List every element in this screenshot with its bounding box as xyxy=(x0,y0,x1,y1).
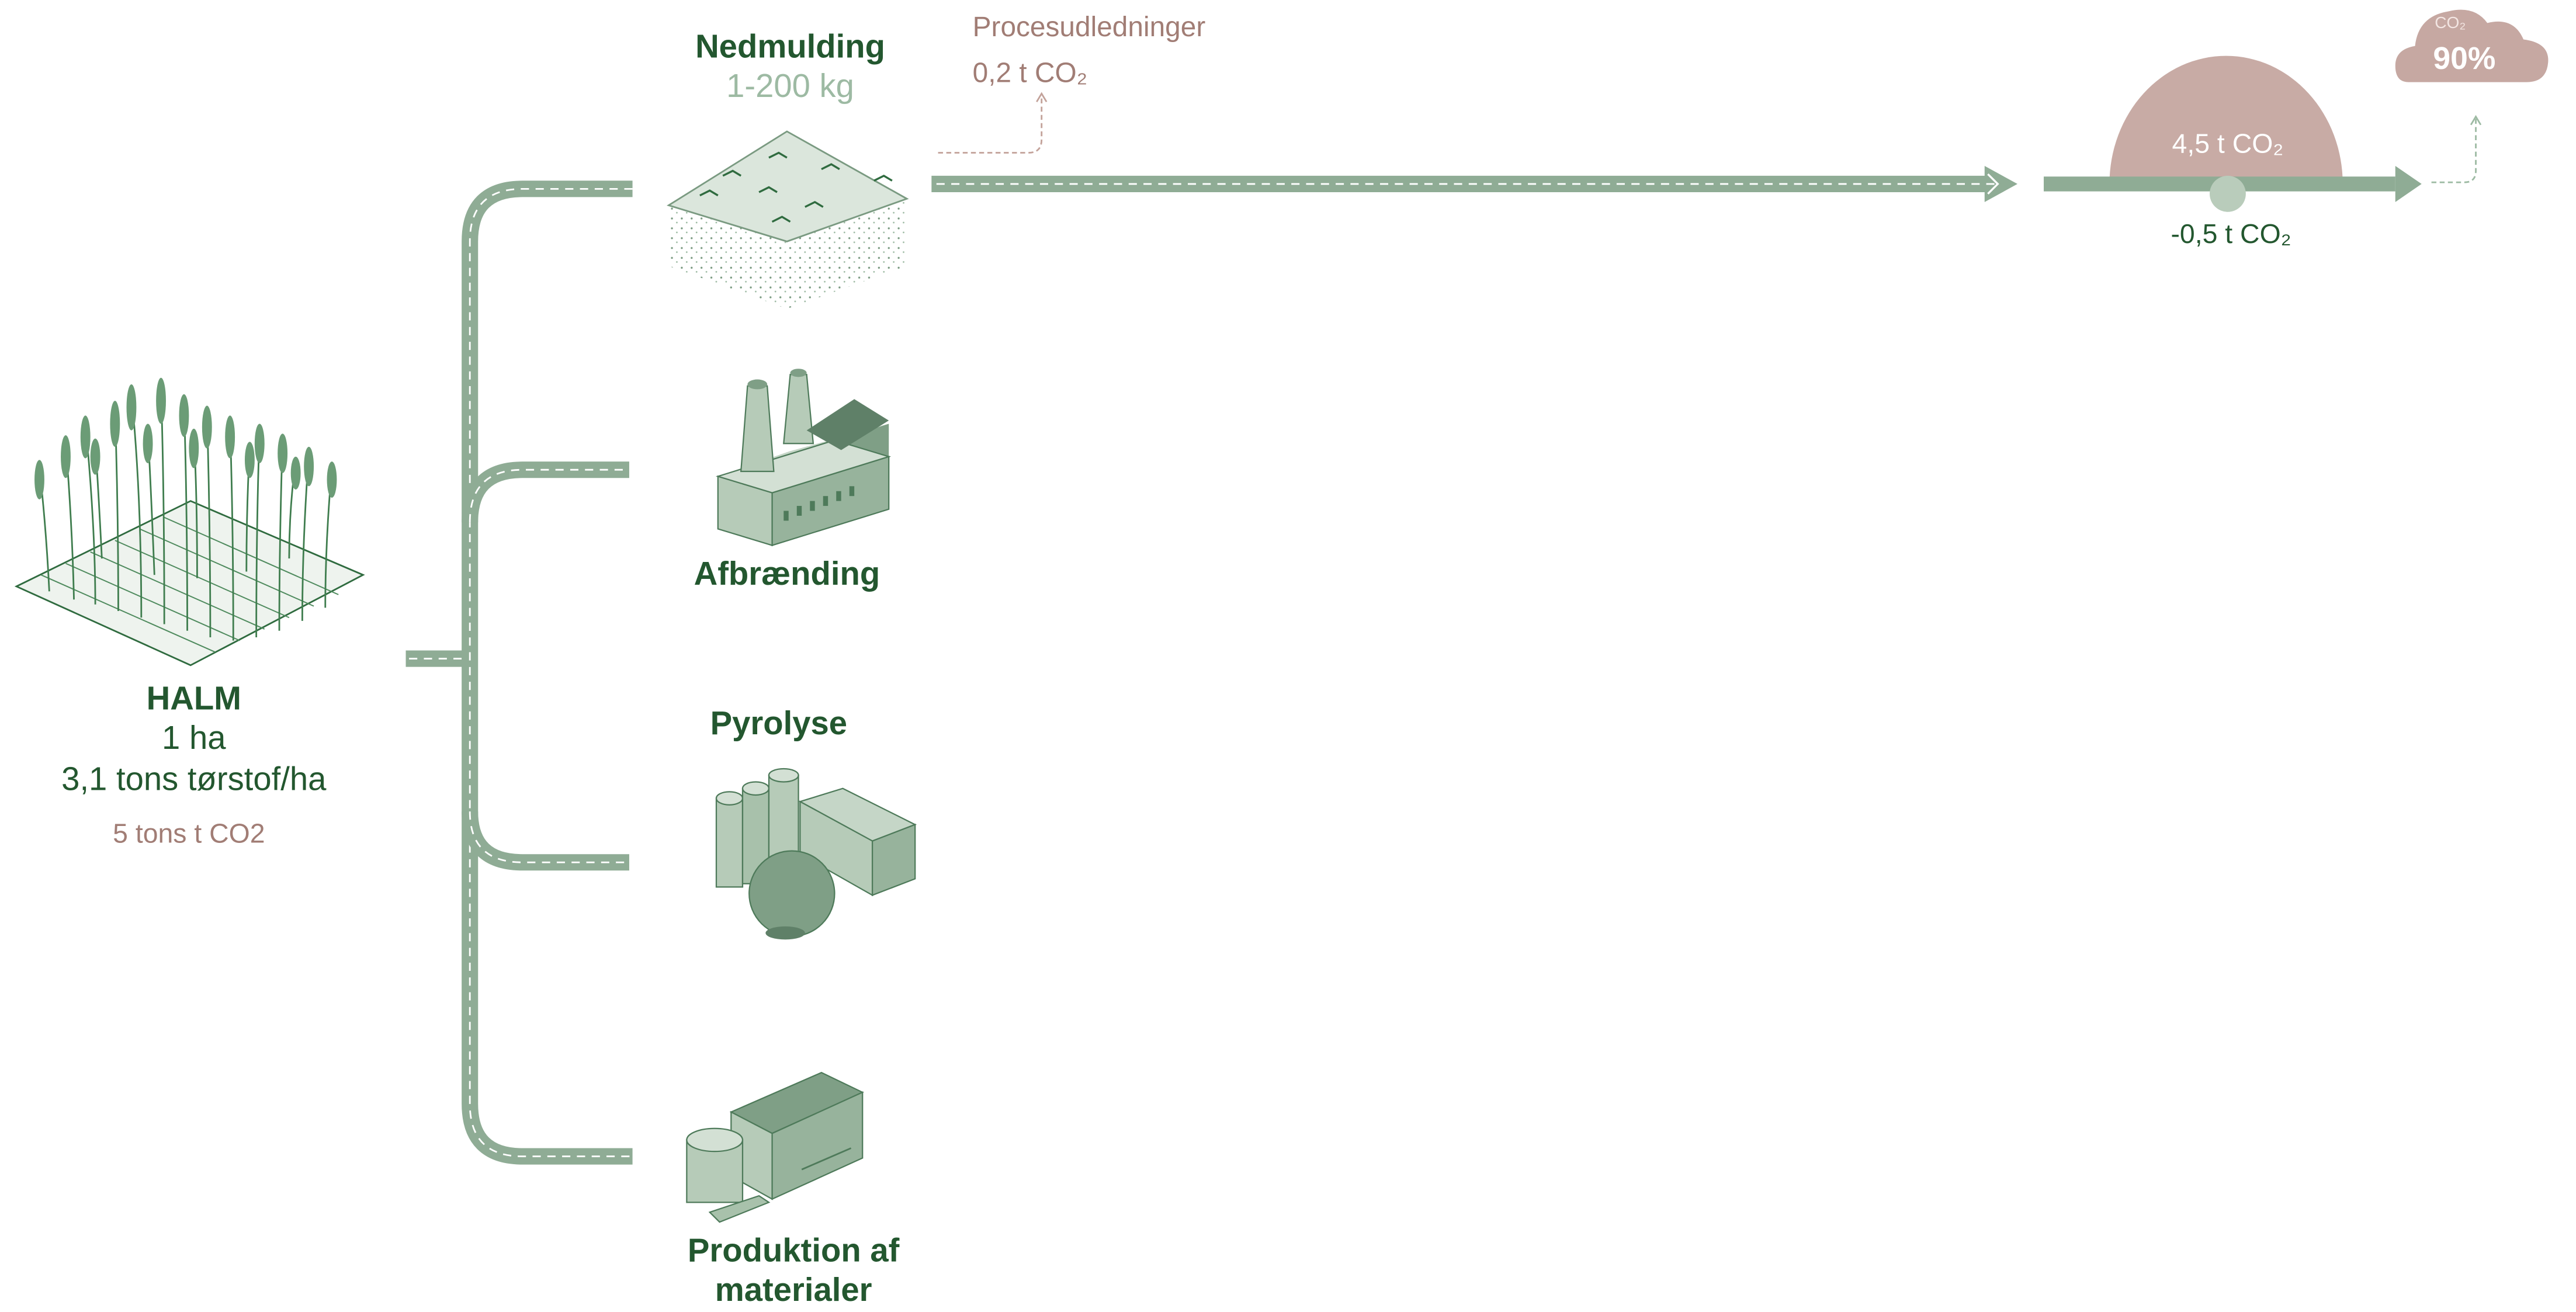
branch-roads xyxy=(405,181,633,1165)
process-emission-connector xyxy=(938,95,1043,154)
branch-road-pyrolyse xyxy=(462,811,629,871)
cloud-connector xyxy=(2431,118,2477,183)
source-yield: 3,1 tons tørstof/ha xyxy=(61,762,327,799)
source-title: HALM xyxy=(146,681,242,718)
trunk-road xyxy=(462,181,633,1165)
pathway-label-materialer: Produktion af materialer xyxy=(687,1233,900,1310)
soil-plot-icon xyxy=(667,130,909,309)
emission-dome xyxy=(2109,55,2343,184)
pathway-label-pyrolyse: Pyrolyse xyxy=(710,706,848,742)
materials-plant-icon xyxy=(686,1071,864,1223)
branch-road-afbraending xyxy=(462,461,629,523)
emission-dome-value: 4,5 t CO₂ xyxy=(2172,130,2284,159)
source-area: 1 ha xyxy=(162,721,226,758)
emission-dome-group xyxy=(2044,55,2422,212)
storage-value: -0,5 t CO₂ xyxy=(2171,220,2291,250)
factory-icon xyxy=(715,369,892,547)
storage-dot xyxy=(2210,175,2246,212)
main-arrow xyxy=(931,166,2018,202)
process-emissions-label: Procesudledninger xyxy=(972,11,1206,43)
cloud-percent: 90% xyxy=(2433,43,2496,78)
wheat-field-icon xyxy=(14,377,365,667)
cloud-co2-label: CO₂ xyxy=(2435,15,2466,33)
process-emissions-value: 0,2 t CO₂ xyxy=(972,57,1088,89)
cloud-icon xyxy=(2395,9,2549,82)
source-co2: 5 tons t CO2 xyxy=(113,820,265,849)
pathway-label-afbraending: Afbrænding xyxy=(694,557,880,593)
pyrolysis-plant-icon xyxy=(715,768,917,940)
pathway-sublabel-nedmulding: 1-200 kg xyxy=(726,69,854,105)
pathway-label-nedmulding: Nedmulding xyxy=(695,29,885,66)
